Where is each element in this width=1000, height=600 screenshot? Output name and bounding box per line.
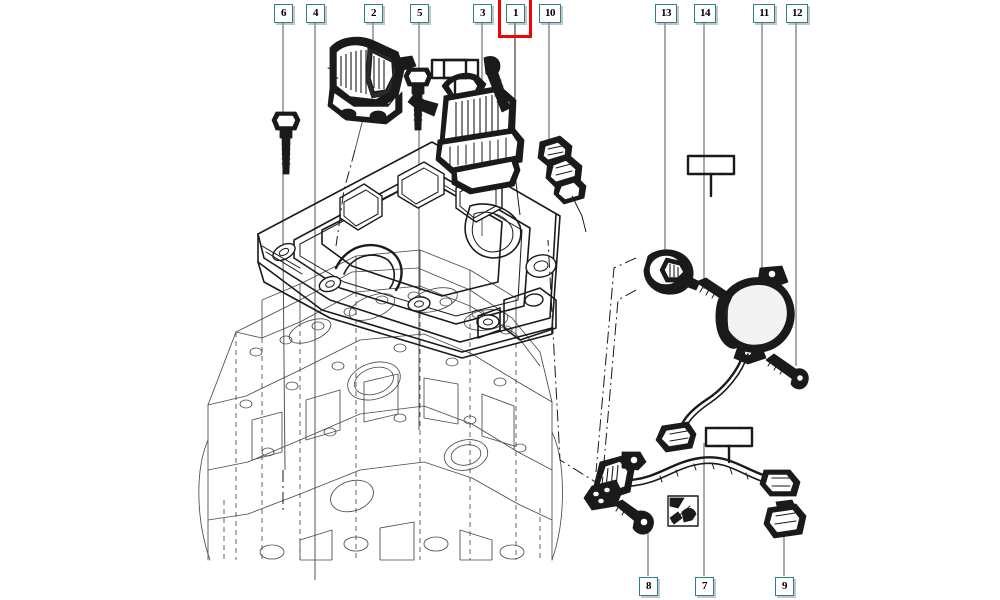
callout-11[interactable]: 11: [753, 4, 775, 23]
solenoid-mounting-bolt: [765, 353, 809, 390]
ignition-coil-pack-double: [327, 36, 417, 125]
torque-spec-bracket-2: [686, 154, 736, 198]
ignition-coil-single: [407, 72, 525, 195]
torque-spec-bracket-1: [430, 58, 480, 98]
callout-7[interactable]: 7: [695, 577, 714, 596]
torque-spec-bracket-3: [704, 426, 754, 464]
callout-3[interactable]: 3: [473, 4, 492, 23]
callout-13[interactable]: 13: [655, 4, 677, 23]
harness-connector-clip: [763, 499, 807, 539]
callout-12[interactable]: 12: [786, 4, 808, 23]
assembly-reference-lines: [282, 149, 637, 510]
callout-4[interactable]: 4: [306, 4, 325, 23]
cover-bolt-left: [271, 111, 301, 175]
callout-5[interactable]: 5: [410, 4, 429, 23]
callout-6[interactable]: 6: [274, 4, 293, 23]
engine-cylinder-block-ghost: [198, 249, 563, 561]
coil-retaining-bolt: [483, 56, 511, 113]
callout-14[interactable]: 14: [694, 4, 716, 23]
camshaft-solenoid-valve: [680, 265, 795, 428]
camshaft-position-sensor: [643, 249, 701, 295]
callout-9[interactable]: 9: [775, 577, 794, 596]
cover-bolt-centre: [403, 67, 433, 131]
sensor-wiring-harness: [628, 421, 801, 497]
callout-8[interactable]: 8: [639, 577, 658, 596]
detail-inset-box: [667, 495, 699, 527]
callout-1[interactable]: 1: [506, 4, 525, 23]
callout-2[interactable]: 2: [364, 4, 383, 23]
callout-10[interactable]: 10: [539, 4, 561, 23]
coil-electrical-connector: [537, 135, 587, 233]
crank-sensor-bolt: [613, 499, 654, 535]
